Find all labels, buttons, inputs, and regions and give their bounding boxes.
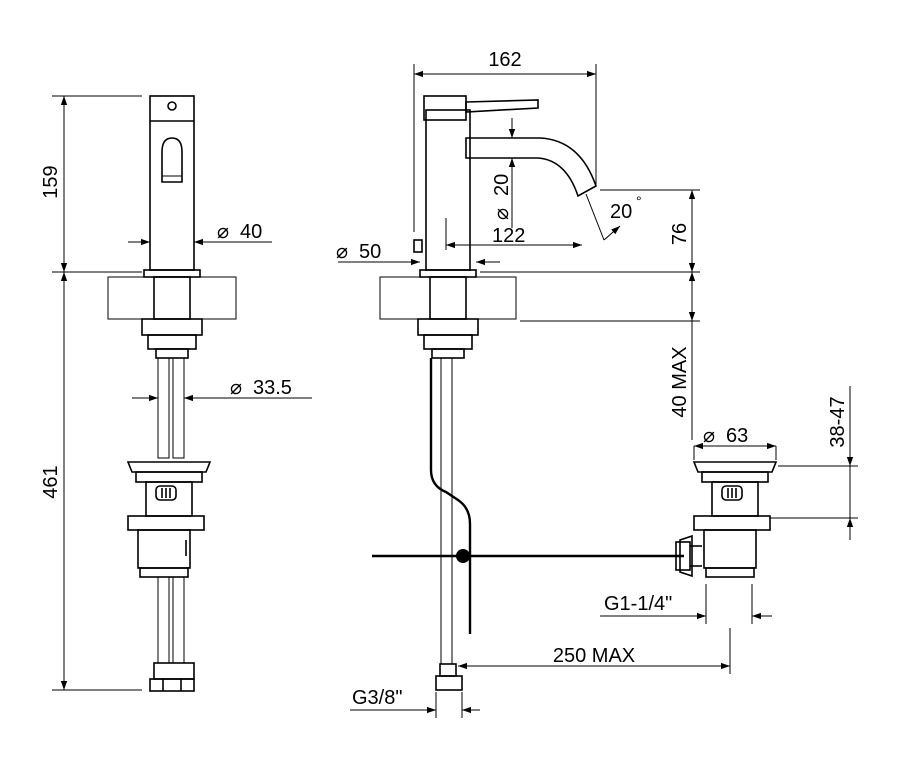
dim-reach-122: 122	[492, 225, 525, 247]
dim-deck-40max: 40 MAX	[669, 346, 691, 417]
dim-diameter-symbol-20: ⌀	[491, 208, 513, 220]
dim-width-162: 162	[488, 49, 521, 71]
lever-slot	[161, 137, 183, 183]
popup-rod	[429, 358, 472, 634]
dim-diameter-40: 40	[240, 221, 262, 243]
dim-diameter-50: 50	[359, 241, 381, 263]
hose-front-b	[172, 357, 185, 459]
dim-waste-38-47: 38-47	[827, 396, 849, 447]
faucet-body-front	[149, 95, 195, 271]
dim-hose-thread: G3/8"	[352, 687, 402, 709]
lever-handle	[465, 99, 539, 113]
dim-diameter-63: 63	[726, 425, 748, 447]
dim-diameter-symbol-40: ⌀	[217, 221, 229, 243]
dim-rod-250max: 250 MAX	[553, 645, 635, 667]
dim-waste-thread: G1-1/4"	[604, 593, 672, 615]
dim-diameter-symbol-50: ⌀	[336, 241, 348, 263]
front-view: 159 461 ⌀ 40 ⌀ 33.5	[40, 95, 312, 692]
spout	[465, 137, 597, 198]
dim-height-159: 159	[40, 165, 62, 198]
dim-diameter-symbol-33: ⌀	[230, 377, 242, 399]
degree-symbol: °	[636, 193, 642, 209]
waste-cap-side	[692, 461, 778, 473]
hose-side	[440, 357, 453, 665]
countertop-section-right	[379, 276, 517, 320]
dim-height-76: 76	[669, 223, 691, 245]
dim-diameter-33-5: 33.5	[253, 377, 292, 399]
hose-front-a	[157, 357, 170, 459]
dim-height-461: 461	[40, 465, 62, 498]
dim-angle-20: 20	[610, 201, 632, 223]
countertop-section-left	[107, 276, 237, 320]
waste-cap-front	[126, 461, 212, 473]
faucet-body-side	[425, 109, 471, 271]
side-view: 162 122 ⌀ 20 20 ° 76 40 MAX ⌀ 50	[336, 49, 858, 718]
dim-diameter-20: 20	[491, 174, 513, 196]
dim-diameter-symbol-63: ⌀	[703, 425, 715, 447]
